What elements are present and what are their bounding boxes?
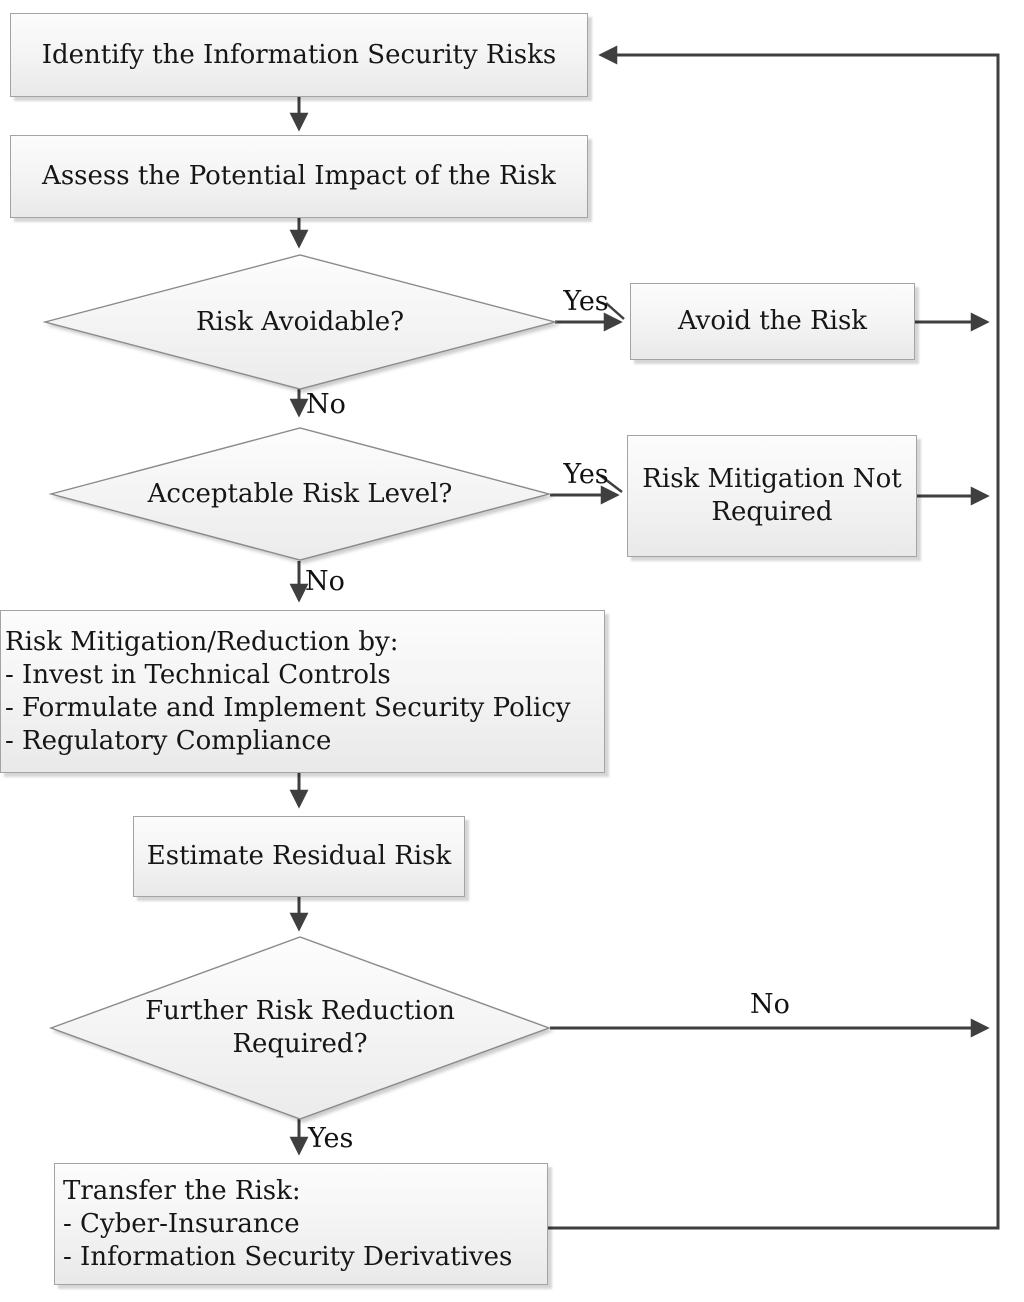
decision-further-risk-reduction: [48, 936, 552, 1120]
transfer-line-1: Transfer the Risk:: [63, 1175, 301, 1206]
edge-label-yes-further: Yes: [308, 1123, 354, 1154]
node-assess-impact: Assess the Potential Impact of the Risk: [10, 135, 588, 218]
mitigation-line-3: - Formulate and Implement Security Polic…: [5, 692, 571, 723]
edge-label-no-avoidable: No: [306, 389, 346, 420]
mitigation-line-2: - Invest in Technical Controls: [5, 659, 391, 690]
node-identify-risks-label: Identify the Information Security Risks: [41, 39, 557, 70]
edge-feedback-loop: [547, 45, 1000, 1230]
decision-risk-avoidable: [42, 254, 558, 390]
edge-label-yes-avoidable: Yes: [563, 286, 609, 317]
node-estimate-residual-risk: Estimate Residual Risk: [133, 816, 465, 897]
node-risk-mitigation-not-required-label: Risk Mitigation Not Required: [642, 464, 902, 527]
node-transfer-risk: Transfer the Risk: - Cyber-Insurance - I…: [54, 1163, 548, 1285]
transfer-line-3: - Information Security Derivatives: [63, 1241, 513, 1272]
node-assess-impact-label: Assess the Potential Impact of the Risk: [42, 161, 556, 191]
node-risk-mitigation-not-required: Risk Mitigation Not Required: [627, 435, 917, 557]
node-identify-risks: Identify the Information Security Risks: [10, 13, 588, 97]
edge-label-no-acceptable: No: [305, 566, 345, 597]
transfer-line-2: - Cyber-Insurance: [63, 1208, 300, 1239]
node-avoid-risk-label: Avoid the Risk: [677, 306, 868, 336]
node-estimate-residual-risk-label: Estimate Residual Risk: [146, 841, 452, 871]
decision-acceptable-risk-level: [48, 427, 552, 561]
node-risk-mitigation-reduction: Risk Mitigation/Reduction by: - Invest i…: [0, 610, 605, 773]
edge-label-yes-acceptable: Yes: [563, 459, 609, 490]
node-avoid-risk: Avoid the Risk: [630, 283, 915, 360]
edge-label-no-further: No: [750, 989, 790, 1020]
mitigation-line-4: - Regulatory Compliance: [5, 725, 332, 756]
mitigation-line-1: Risk Mitigation/Reduction by:: [5, 626, 399, 657]
